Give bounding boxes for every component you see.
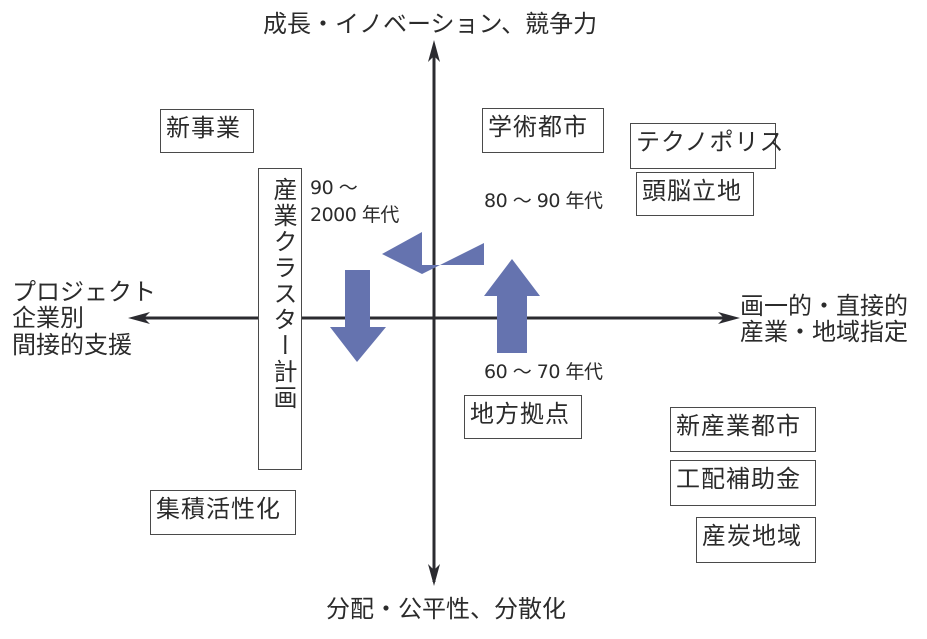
- arrow-up-60-70s: [484, 259, 540, 353]
- era-label-90-2000s-line-1: 90 〜: [310, 177, 358, 199]
- axis-label-left-line-1: プロジェクト: [12, 278, 156, 306]
- box-academic-city: 学術都市: [482, 108, 604, 153]
- arrow-down-90-2000s: [330, 270, 386, 362]
- axis-label-right-line-1: 画一的・直接的: [740, 292, 908, 320]
- axis-label-top: 成長・イノベーション、競争力: [263, 10, 598, 38]
- box-new-business: 新事業: [160, 109, 254, 153]
- box-brain-location: 頭脳立地: [636, 172, 754, 216]
- box-regional-hub: 地方拠点: [464, 395, 582, 439]
- box-industrial-relocation-subsidy: 工配補助金: [670, 460, 816, 506]
- axis-label-right-line-2: 産業・地域指定: [740, 318, 908, 347]
- axis-label-right: 画一的・直接的 産業・地域指定: [740, 293, 908, 346]
- axis-label-left-line-3: 間接的支援: [12, 330, 132, 359]
- era-label-90-2000s: 90 〜 2000 年代: [310, 178, 399, 226]
- axis-arrowhead-up: [428, 40, 440, 62]
- box-new-industrial-city: 新産業都市: [670, 407, 816, 452]
- era-label-60-70s: 60 〜 70 年代: [484, 361, 603, 383]
- axis-label-left: プロジェクト 企業別 間接的支援: [12, 278, 156, 359]
- box-coal-region: 産炭地域: [696, 517, 816, 563]
- arrow-left-80-90s: [382, 232, 484, 274]
- era-label-80-90s: 80 〜 90 年代: [484, 190, 603, 212]
- box-industrial-cluster: 産業クラスター計画: [258, 168, 302, 470]
- axis-label-bottom: 分配・公平性、分散化: [326, 595, 566, 623]
- box-agglomeration-revitalization: 集積活性化: [150, 490, 296, 535]
- axis-arrowhead-down: [428, 564, 440, 586]
- era-label-90-2000s-line-2: 2000 年代: [310, 203, 399, 226]
- box-technopolis: テクノポリス: [630, 123, 784, 169]
- axis-arrowhead-right: [718, 312, 740, 324]
- axis-label-left-line-2: 企業別: [12, 304, 84, 333]
- axis-arrowhead-left: [128, 312, 150, 324]
